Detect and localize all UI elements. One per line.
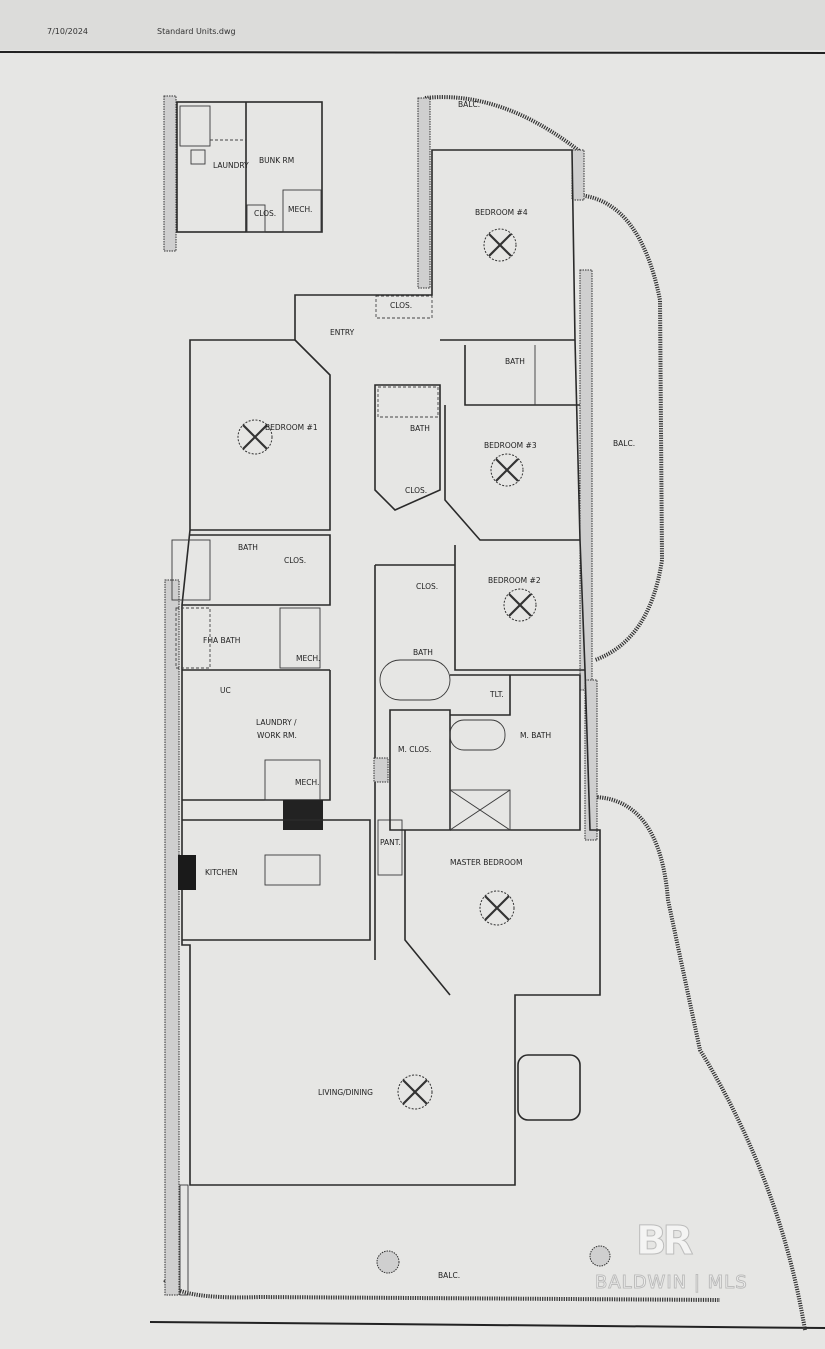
planter-icon [589,1245,611,1267]
ceiling-fan-icon [490,453,524,487]
print-date: 7/10/2024 [47,27,89,36]
inset-plan: LAUNDRY BUNK RM CLOS. MECH. [163,95,323,252]
label-bedroom-3: BEDROOM #3 [484,441,537,450]
inset-mech-label: MECH. [288,205,312,214]
inset-bunk-room-label: BUNK RM [259,156,294,165]
label-balcony: BALC. [613,439,635,448]
header-band [0,0,825,50]
ceiling-fan-icon [503,588,537,622]
stone-wall [579,269,593,691]
ceiling-fan-icon [397,1074,433,1110]
label-entry: ENTRY [330,328,355,337]
label-balcony: BALC. [438,1271,460,1280]
label-bedroom-1: BEDROOM #1 [265,423,318,432]
label-master-bedroom: MASTER BEDROOM [450,858,522,867]
label-fha-bath: FHA BATH [203,636,240,645]
label-bath: BATH [410,424,430,433]
label-balcony: BALC. [458,100,480,109]
label-closet: CLOS. [390,301,412,310]
unit-outline [181,149,601,1186]
stone-wall [164,579,180,1296]
watermark-text: BALDWIN | MLS [595,1272,748,1294]
stone-wall [417,97,431,289]
label-kitchen: KITCHEN [205,868,238,877]
label-uc: UC [220,686,231,695]
planter-icon [376,1250,400,1274]
ceiling-fan-icon [479,890,515,926]
footer-rule [149,1321,825,1329]
label-mech: MECH. [296,654,320,663]
label-bedroom-2: BEDROOM #2 [488,576,541,585]
hot-tub [517,1054,581,1121]
label-toilet: TLT. [489,690,504,699]
drawing-filename: Standard Units.dwg [157,27,236,36]
stone-wall [571,149,585,201]
label-closet: CLOS. [405,486,427,495]
label-master-closet: M. CLOS. [398,745,431,754]
balcony-railing-southeast [594,795,807,1331]
ceiling-fan-icon [483,228,517,262]
inset-laundry-label: LAUNDRY [213,161,249,170]
ceiling-fan-icon [237,419,273,455]
label-laundry: LAUNDRY / [256,718,297,727]
label-living-dining: LIVING/DINING [318,1088,373,1097]
label-mech: MECH. [295,778,319,787]
stone-wall [584,679,598,841]
balcony-railing-east [424,95,665,662]
watermark-logo: BR [635,1218,693,1265]
room-walls [171,295,585,1121]
label-work-room: WORK RM. [257,731,297,740]
header-rule [0,51,825,54]
label-closet: CLOS. [416,582,438,591]
label-bath: BATH [413,648,433,657]
inset-closet-label: CLOS. [254,209,276,218]
label-bath: BATH [238,543,258,552]
room-labels: BALC. BALC. BALC. BEDROOM #4 BATH ENTRY … [203,100,635,1280]
label-pantry: PANT. [380,838,401,847]
label-bedroom-4: BEDROOM #4 [475,208,528,217]
label-closet: CLOS. [284,556,306,565]
label-bath: BATH [505,357,525,366]
label-master-bath: M. BATH [520,731,551,740]
